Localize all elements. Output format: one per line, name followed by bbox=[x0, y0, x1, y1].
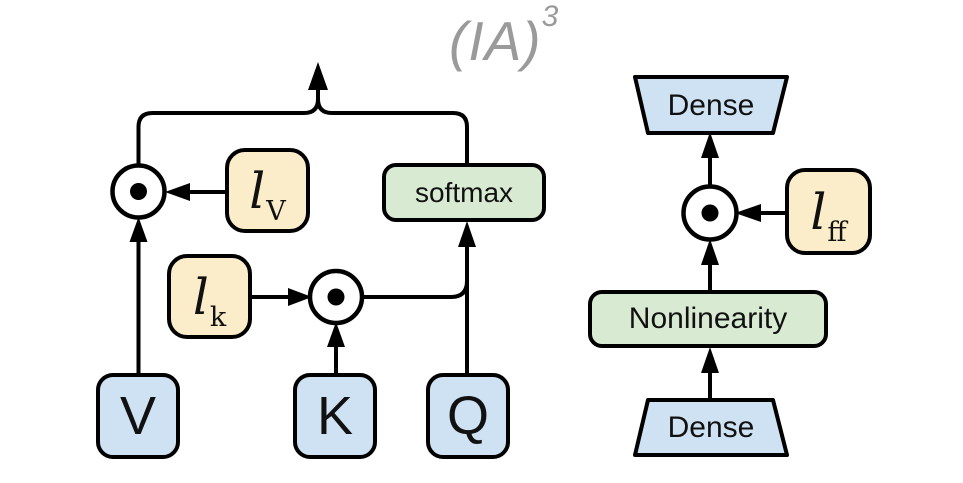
dense-bottom-label: Dense bbox=[667, 410, 755, 444]
arrowhead-dense-top bbox=[701, 132, 719, 158]
dense-bottom-trapezoid bbox=[633, 398, 789, 457]
diagram-title: (IA)3 bbox=[449, 2, 558, 69]
query-input-box: Q bbox=[426, 373, 510, 459]
title-text: (IA) bbox=[449, 10, 542, 72]
softmax-label: softmax bbox=[414, 176, 514, 208]
arrowhead-lv bbox=[165, 183, 190, 201]
value-input-box: V bbox=[96, 373, 180, 459]
arrowhead-lk bbox=[288, 288, 312, 306]
elementwise-product-icon bbox=[110, 163, 167, 220]
arrowhead-lff bbox=[735, 204, 761, 222]
dense-top-label: Dense bbox=[667, 89, 755, 122]
arrowhead-k bbox=[327, 322, 345, 347]
nonlinearity-label: Nonlinearity bbox=[628, 302, 788, 335]
line-product-to-qline bbox=[362, 280, 469, 299]
arrowhead-output bbox=[308, 62, 328, 90]
dense-top-trapezoid bbox=[633, 75, 789, 135]
key-input-box: K bbox=[293, 373, 377, 459]
elementwise-product-icon bbox=[307, 268, 365, 326]
arrowhead-q bbox=[458, 221, 476, 247]
elementwise-product-icon bbox=[681, 184, 739, 242]
arrowhead-nonlinearity-in bbox=[701, 239, 719, 265]
arrowhead-dense-bottom-out bbox=[701, 347, 719, 373]
softmax-box: softmax bbox=[382, 163, 546, 222]
arrowhead-v bbox=[129, 217, 148, 242]
value-label: V bbox=[119, 386, 157, 446]
title-superscript: 3 bbox=[541, 0, 559, 33]
line-right-branch-to-merge bbox=[316, 98, 469, 163]
key-label: K bbox=[316, 386, 354, 446]
nonlinearity-box: Nonlinearity bbox=[588, 290, 828, 348]
query-label: Q bbox=[446, 386, 489, 446]
line-left-branch-to-merge bbox=[136, 98, 320, 166]
